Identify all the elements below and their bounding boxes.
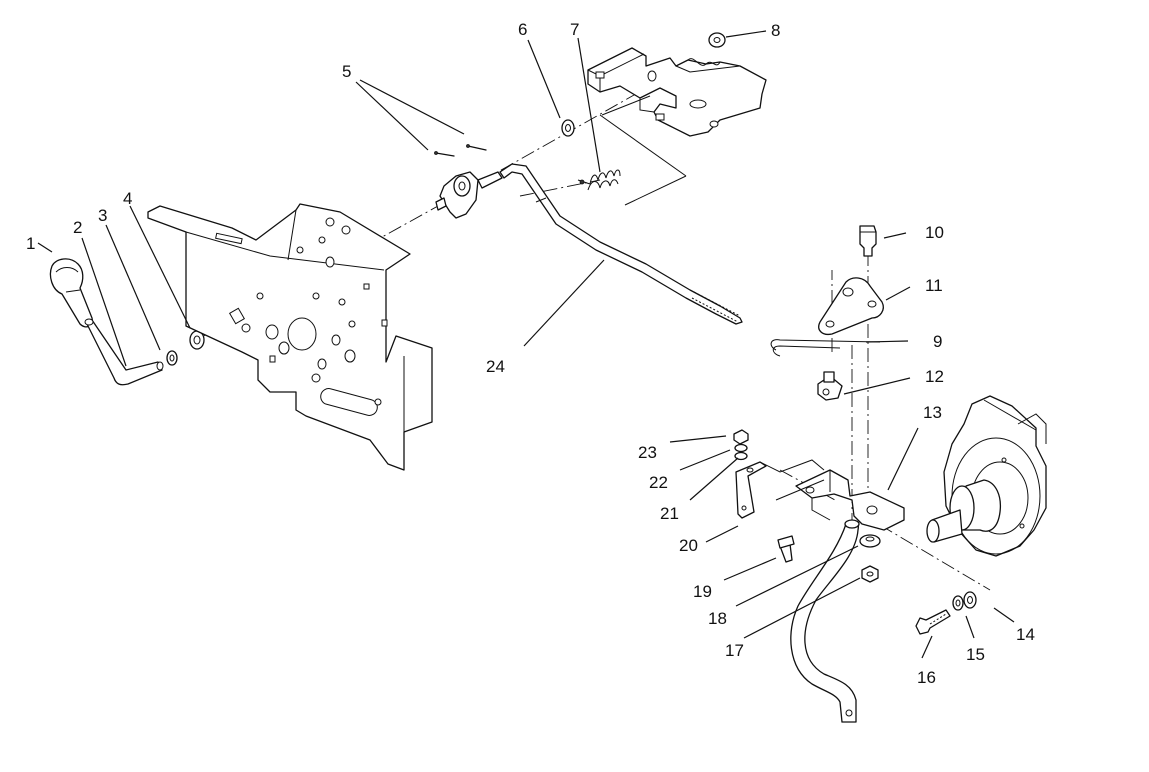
callout-12: 12 [925, 367, 944, 386]
part-18-bushing [859, 534, 881, 548]
callout-9: 9 [933, 332, 942, 351]
part-6-bushing [561, 119, 575, 137]
part-13-bracket [795, 469, 905, 531]
part-10-bolt [859, 225, 877, 257]
callout-23: 23 [638, 443, 657, 462]
part-16-bolt [915, 609, 951, 635]
callout-1: 1 [26, 234, 35, 253]
callout-20: 20 [679, 536, 698, 555]
pivot-hub [435, 171, 503, 219]
callout-3: 3 [98, 206, 107, 225]
part-17-nut [861, 565, 879, 583]
callout-21: 21 [660, 504, 679, 523]
leader-lines [37, 30, 1015, 659]
callout-labels: 1 2 3 4 5 6 7 8 9 10 11 12 13 14 15 16 1… [26, 20, 1035, 687]
part-3-washer [166, 350, 178, 366]
upper-bracket [587, 47, 767, 137]
callout-19: 19 [693, 582, 712, 601]
transaxle-housing [926, 395, 1047, 557]
callout-5: 5 [342, 62, 351, 81]
callout-15: 15 [966, 645, 985, 664]
callout-24: 24 [486, 357, 505, 376]
part-23-nut [733, 429, 749, 445]
part-2-shift-lever [84, 318, 164, 386]
callout-11: 11 [925, 276, 943, 295]
callout-14: 14 [1016, 625, 1035, 644]
part-7-spring [577, 169, 621, 191]
part-9-hairpin-clip [770, 339, 881, 357]
part-21-washer [734, 451, 748, 461]
part-14-washer [963, 591, 977, 609]
callout-2: 2 [73, 218, 82, 237]
callout-13: 13 [923, 403, 942, 422]
callout-8: 8 [771, 21, 780, 40]
part-24-shift-rod [499, 163, 743, 325]
callout-6: 6 [518, 20, 527, 39]
part-11-bracket-plate [818, 277, 884, 336]
part-12-ferrule [817, 371, 843, 401]
mounting-plate [147, 203, 433, 471]
part-5-roll-pins [434, 144, 487, 157]
callout-17: 17 [725, 641, 744, 660]
callout-10: 10 [925, 223, 944, 242]
part-20-mounting-bracket [735, 459, 825, 519]
callout-7: 7 [570, 20, 579, 39]
callout-22: 22 [649, 473, 668, 492]
callout-16: 16 [917, 668, 936, 687]
callout-18: 18 [708, 609, 727, 628]
part-22-lock-washer [734, 443, 748, 453]
part-8-washer [708, 32, 726, 48]
part-15-lock-washer [952, 595, 964, 611]
part-1-knob [49, 258, 93, 328]
callout-4: 4 [123, 189, 132, 208]
part-19-screw [777, 535, 795, 563]
